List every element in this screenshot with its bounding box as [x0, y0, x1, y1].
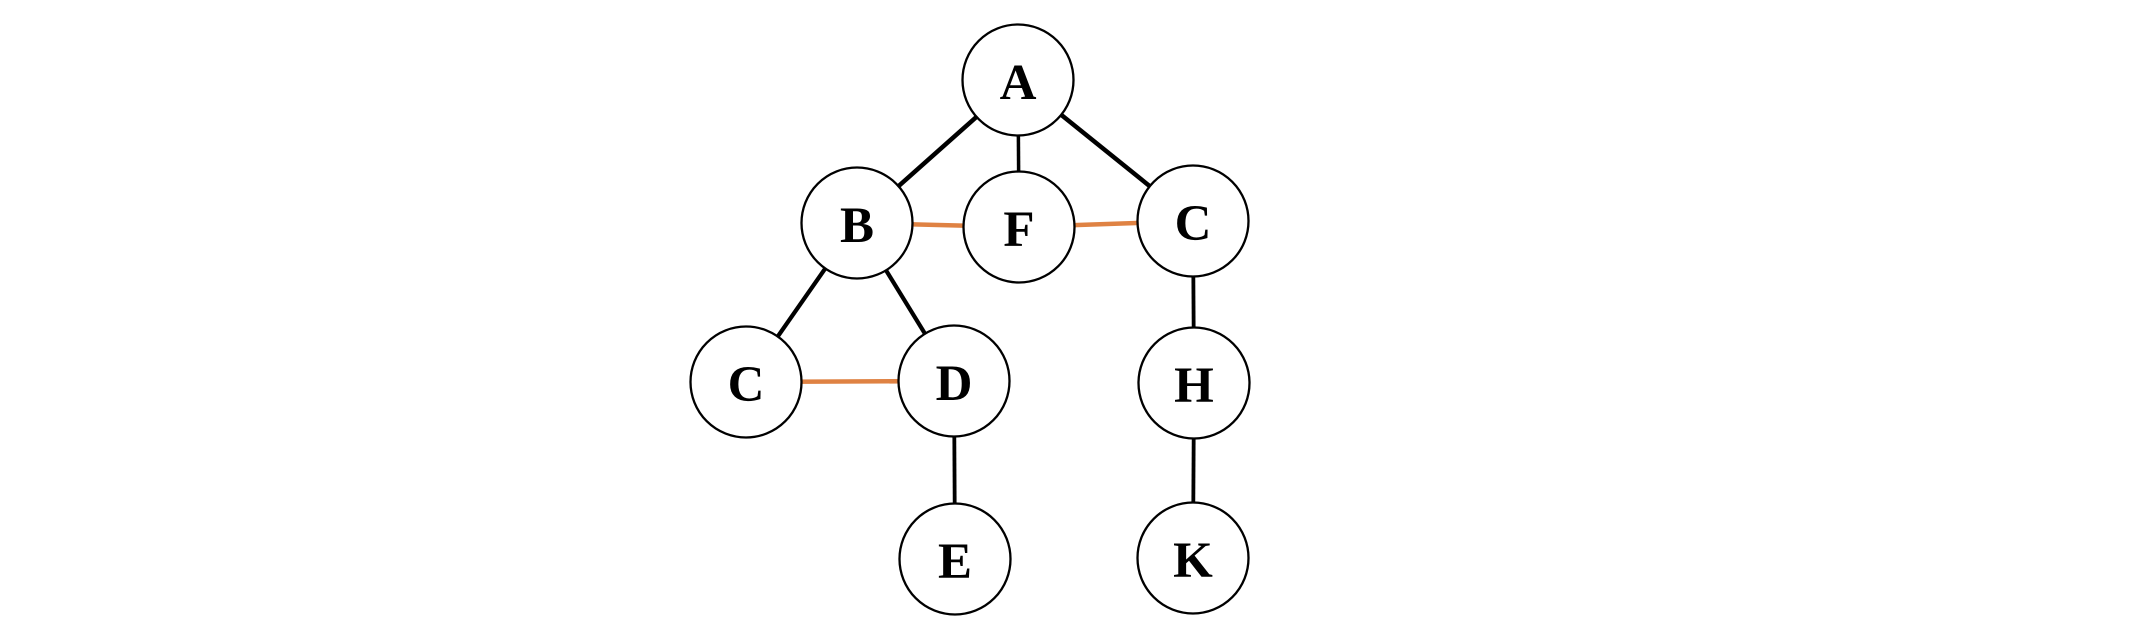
node-circle-K [1136, 501, 1250, 615]
node-circle-C2 [689, 325, 803, 439]
node-label-K: K [1173, 533, 1213, 589]
node-label-C1: C [1175, 196, 1212, 252]
node-label-H: H [1174, 358, 1214, 414]
graph-node-C2: C [689, 325, 803, 439]
graph-node-D: D [897, 324, 1011, 438]
node-circle-F [962, 170, 1076, 284]
node-label-F: F [1003, 202, 1034, 258]
graph-node-B: B [800, 166, 914, 280]
node-circle-E [898, 502, 1012, 616]
graph-node-A: A [961, 23, 1075, 137]
graph-node-H: H [1137, 326, 1251, 440]
node-circle-A [961, 23, 1075, 137]
node-circle-C1 [1136, 164, 1250, 278]
node-label-E: E [938, 534, 972, 590]
node-circle-H [1137, 326, 1251, 440]
graph-node-C1: C [1136, 164, 1250, 278]
node-circle-D [897, 324, 1011, 438]
node-label-D: D [936, 356, 973, 412]
graph-node-F: F [962, 170, 1076, 284]
node-label-C2: C [728, 357, 765, 413]
node-circle-B [800, 166, 914, 280]
graph-node-E: E [898, 502, 1012, 616]
graph-node-K: K [1136, 501, 1250, 615]
node-label-A: A [1000, 55, 1037, 111]
node-label-B: B [840, 198, 874, 254]
